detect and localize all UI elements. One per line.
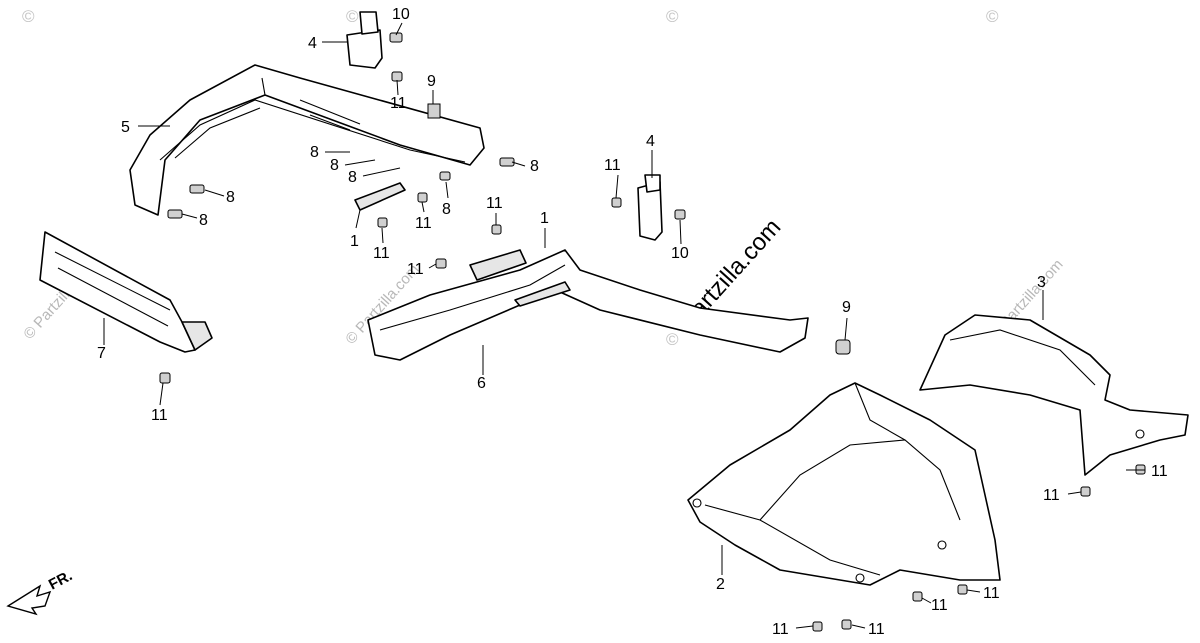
callout-8: 8 — [330, 157, 339, 174]
callout-11: 11 — [604, 157, 621, 174]
callout-3: 3 — [1037, 274, 1046, 291]
callout-10: 10 — [392, 6, 410, 23]
part-4-bracket — [346, 11, 663, 241]
callout-10: 10 — [671, 245, 689, 262]
callout-6: 6 — [477, 375, 486, 392]
callout-11: 11 — [1043, 487, 1060, 504]
callout-11: 11 — [1151, 463, 1168, 480]
callout-11: 11 — [151, 407, 168, 424]
callout-8: 8 — [348, 169, 357, 186]
copyright-mark: © — [346, 7, 359, 26]
callout-8: 8 — [199, 212, 208, 229]
callout-8: 8 — [442, 201, 451, 218]
leader-lines — [103, 22, 1145, 629]
callout-11: 11 — [983, 585, 1000, 602]
direction-label: FR. — [46, 567, 75, 593]
part-3-inner-panel — [919, 314, 1189, 476]
callout-11: 11 — [407, 261, 424, 278]
callout-4: 4 — [646, 133, 655, 150]
callout-9: 9 — [842, 299, 851, 316]
callouts: 4 10 11 9 5 8 8 8 8 8 8 8 1 11 11 11 11 … — [97, 6, 1168, 638]
callout-11: 11 — [486, 195, 503, 212]
callout-1: 1 — [540, 210, 549, 227]
callout-7: 7 — [97, 345, 106, 362]
part-7-grille — [39, 231, 213, 353]
callout-4: 4 — [308, 35, 317, 52]
callout-11: 11 — [931, 597, 948, 614]
callout-11: 11 — [373, 245, 390, 262]
copyright-mark: © — [666, 7, 679, 26]
copyright-mark: © — [666, 330, 679, 349]
callout-11: 11 — [390, 95, 407, 112]
copyright-mark: © — [22, 7, 35, 26]
callout-8: 8 — [226, 189, 235, 206]
part-2-rear-cover — [687, 382, 1001, 586]
callout-11: 11 — [868, 621, 885, 638]
callout-11: 11 — [415, 215, 432, 232]
callout-9: 9 — [427, 73, 436, 90]
part-6-front-lower-cover — [367, 249, 809, 361]
copyright-mark: © — [986, 7, 999, 26]
callout-8: 8 — [530, 158, 539, 175]
callout-8: 8 — [310, 144, 319, 161]
callout-11: 11 — [772, 621, 789, 638]
part-1-reflector — [354, 182, 527, 281]
callout-5: 5 — [121, 119, 130, 136]
arrow-down-left-icon: FR. — [6, 567, 75, 616]
callout-2: 2 — [716, 576, 725, 593]
part-5-front-upper-cover — [129, 64, 485, 216]
callout-1: 1 — [350, 233, 359, 250]
